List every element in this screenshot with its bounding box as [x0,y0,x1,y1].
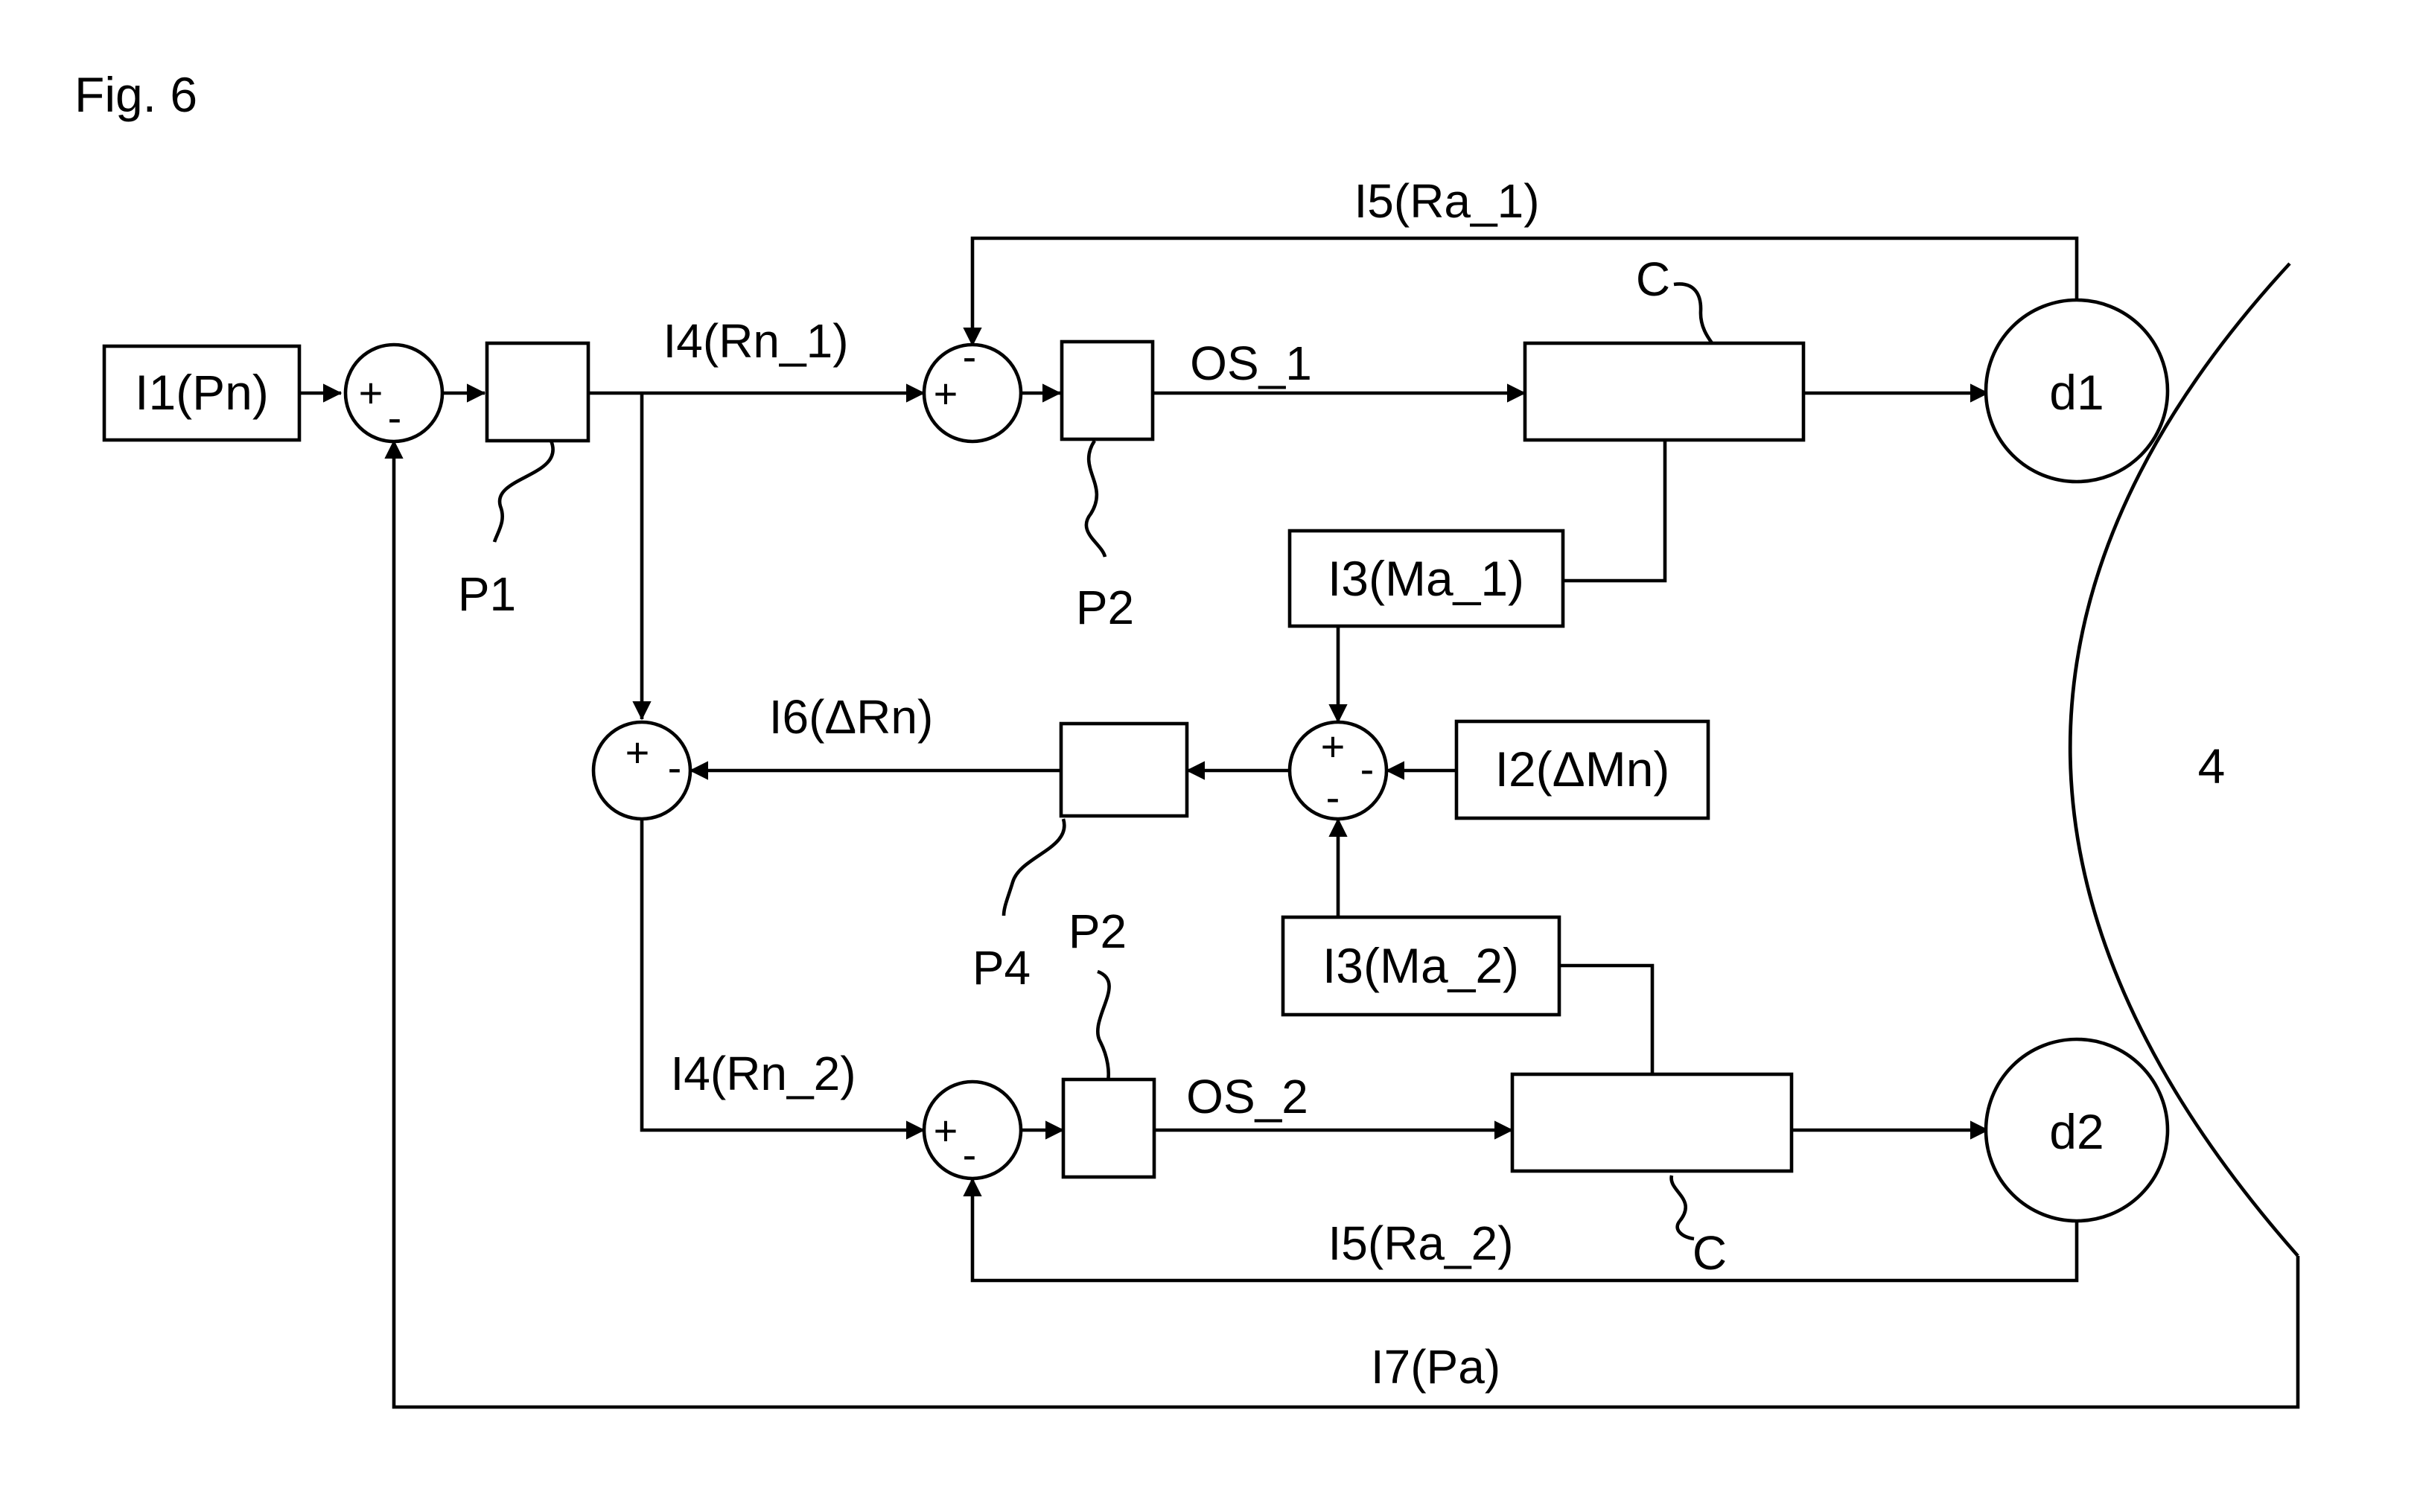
sum-junction-3: + - [591,720,692,821]
block-i3-ma1-frame [1287,529,1565,628]
block-i3-ma1: I3(Ma_1) [1287,529,1565,628]
c-top-leader [1673,282,1714,345]
sum5-minus: - [963,1131,977,1178]
arrow-i5-ra1 [963,236,2079,347]
connectors [299,236,2300,1409]
label-i4-rn1: I4(Rn_1) [663,314,849,368]
block-i2-label: I2(ΔMn) [1495,741,1670,797]
block-i3-ma2-label: I3(Ma_2) [1322,938,1519,993]
sum5-plus: + [934,1107,958,1154]
p2-bottom-leader [1095,969,1111,1082]
sum4-plus: + [1321,723,1346,770]
callout-p2-top: P2 [1076,581,1134,634]
label-i5-ra1: I5(Ra_1) [1354,174,1540,228]
label-os2: OS_2 [1186,1070,1308,1123]
sum1-plus: + [359,369,383,416]
callout-p1: P1 [458,567,516,621]
p4-leader [1002,818,1066,916]
block-p4 [1059,721,1189,818]
body-4-label: 4 [2198,739,2226,794]
sum2-plus: + [934,370,958,417]
sum-junction-5: + - [922,1079,1023,1181]
callout-leaders [492,282,1714,1241]
device-d2: d2 [1984,1037,2170,1223]
sum-junction-1-circle [343,342,445,444]
arrow-i4-rn2 [640,819,926,1140]
line-c-to-i3ma1 [1563,440,1667,583]
block-i2-frame [1454,719,1710,820]
block-p2-bottom [1061,1077,1156,1179]
sum2-minus: - [963,333,977,380]
device-d1: d1 [1984,298,2170,484]
sum-junction-4: + - - [1287,720,1389,821]
sum4-minus-right: - [1360,745,1375,792]
callout-p4: P4 [972,941,1031,995]
block-p2-top [1060,339,1155,441]
device-d1-circle [1984,298,2170,484]
label-os1: OS_1 [1190,336,1312,390]
block-i3-ma1-label: I3(Ma_1) [1328,551,1524,606]
callout-p2-bottom: P2 [1069,905,1127,958]
block-i1-frame [102,344,302,442]
body-4-boundary [2068,262,2299,1257]
block-i1: I1(Pn) [102,344,302,442]
figure-title: Fig. 6 [74,67,197,122]
label-i4-rn2: I4(Rn_2) [671,1047,856,1100]
p1-leader [492,440,555,543]
sum-junction-2-circle [922,342,1023,444]
arrow-i7-pa [384,439,2300,1409]
line-c-to-i3ma2 [1559,963,1655,1074]
device-d2-label: d2 [2049,1104,2104,1159]
callout-c-bottom: C [1693,1226,1727,1280]
block-i3-ma2-frame [1281,915,1561,1017]
label-i6: I6(ΔRn) [769,690,934,744]
block-i3-ma2: I3(Ma_2) [1281,915,1561,1017]
p2-top-leader [1084,439,1107,558]
block-c-bottom [1510,1072,1794,1173]
device-d1-label: d1 [2049,365,2104,420]
sum3-plus: + [625,729,650,776]
block-p1 [485,341,590,443]
sum-junction-3-circle [591,720,692,821]
block-i2: I2(ΔMn) [1454,719,1710,820]
sum1-minus: - [388,394,402,441]
sum3-minus: - [668,744,682,791]
callout-c-top: C [1636,252,1670,306]
sum-junction-2: + - [922,333,1023,444]
block-c-top [1523,341,1806,442]
sum-junction-5-circle [922,1079,1023,1181]
arrow-i5-ra2 [963,1177,2079,1283]
device-d2-circle [1984,1037,2170,1223]
sum4-minus-bottom: - [1326,773,1340,820]
label-i7-pa: I7(Pa) [1371,1340,1500,1394]
c-bottom-leader [1669,1175,1695,1241]
block-i1-label: I1(Pn) [135,365,269,420]
sum-junction-1: + - [343,342,445,444]
label-i5-ra2: I5(Ra_2) [1328,1216,1514,1270]
sum-junction-4-circle [1287,720,1389,821]
